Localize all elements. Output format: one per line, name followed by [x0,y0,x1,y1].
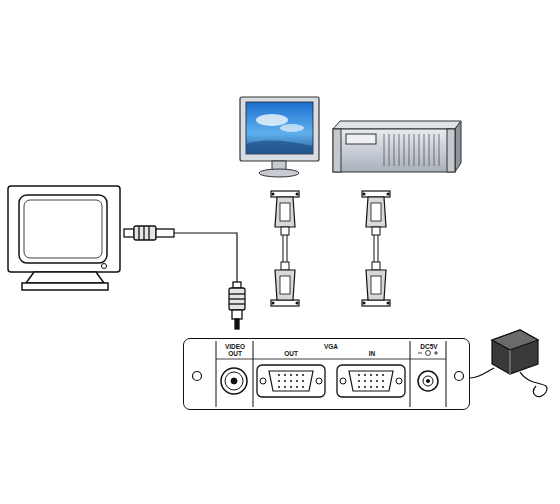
port-label: VGA [324,344,338,351]
port-label: OUT [228,351,242,358]
converter-panel: VIDEOOUTVGAOUTINDC5V [183,338,470,410]
port-label: VIDEO [225,344,245,351]
power-adapter [470,330,547,397]
vga-cable [362,191,390,306]
lcd-monitor [240,97,319,177]
rack-server [333,121,461,172]
port-label: OUT [284,351,298,358]
port-label: DC5V [420,344,437,351]
crt-tv [8,186,120,290]
panel-internals [193,341,464,407]
port-label: IN [369,351,376,358]
vga-cable [271,191,299,306]
rca-cable [124,226,245,329]
